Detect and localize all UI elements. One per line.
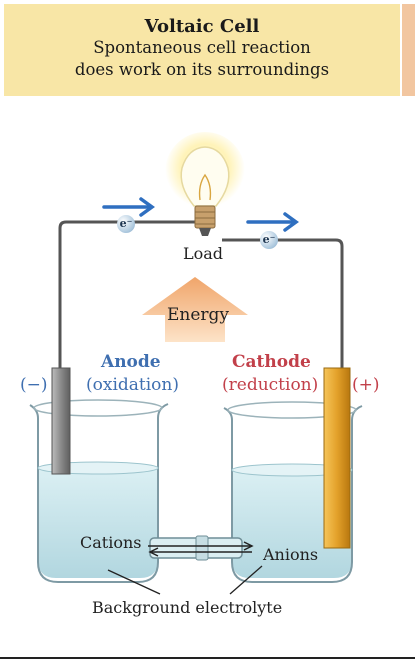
electrolyte-leader-right	[229, 565, 263, 595]
load-label: Load	[183, 244, 224, 263]
title-banner: Voltaic Cell Spontaneous cell reaction d…	[4, 4, 400, 96]
subtitle-line-2: does work on its surroundings	[74, 60, 330, 79]
anode-electrode	[51, 367, 71, 475]
electron-flow-arrow-right	[246, 212, 299, 232]
anode-sign: (−)	[20, 375, 48, 395]
cathode-beaker	[223, 401, 363, 583]
electron-icon-right: e⁻	[260, 231, 278, 249]
background-electrolyte-label: Background electrolyte	[92, 598, 283, 617]
anions-label: Anions	[263, 545, 319, 564]
cathode-electrode	[323, 367, 351, 549]
cations-label: Cations	[80, 533, 142, 552]
energy-label: Energy	[167, 305, 230, 325]
external-wire	[58, 220, 344, 370]
cathode-sign: (+)	[352, 375, 380, 395]
electron-flow-arrow-left	[102, 197, 155, 217]
salt-bridge	[148, 535, 254, 561]
energy-arrow	[142, 277, 248, 342]
light-bulb	[165, 132, 245, 236]
cathode-title: Cathode	[232, 352, 311, 372]
anode-beaker	[29, 399, 169, 583]
anode-title: Anode	[101, 352, 161, 372]
cathode-subtitle: (reduction)	[222, 375, 319, 395]
electrolyte-leader-left	[107, 569, 161, 595]
bottom-border	[0, 657, 415, 659]
subtitle-line-1: Spontaneous cell reaction	[93, 38, 311, 57]
banner-edge	[402, 4, 415, 96]
diagram-title: Voltaic Cell	[144, 16, 260, 37]
anode-subtitle: (oxidation)	[86, 375, 179, 395]
electron-icon-left: e⁻	[117, 215, 135, 233]
